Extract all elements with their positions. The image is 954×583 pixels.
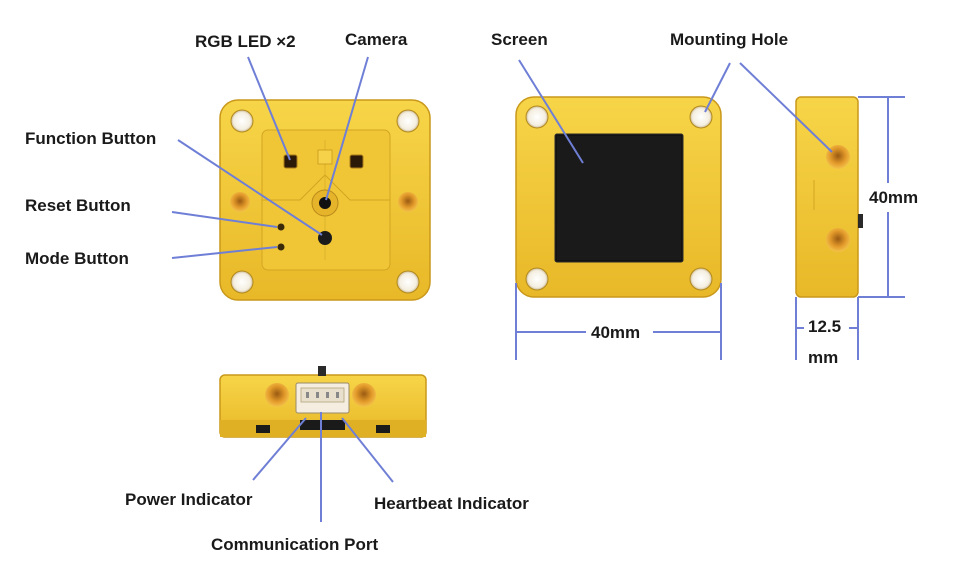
dimension-depth-unit: mm [808,348,839,367]
mounting-hole-icon [396,270,420,294]
back-view [219,99,431,301]
front-view [515,96,722,298]
mounting-hole-icon [689,105,713,129]
side-hole-icon [398,192,418,212]
rgb-led-icon [349,154,364,169]
bottom-view [219,366,427,438]
mounting-hole-icon [230,270,254,294]
mounting-hole-icon [525,105,549,129]
dimension-height: 40mm [869,188,919,207]
label-communication-port: Communication Port [211,535,379,554]
side-hole-icon [230,192,250,212]
dimension-depth-value: 12.5 [808,317,842,336]
leader-lines [171,56,833,522]
side-hole-icon [352,383,376,407]
mode-button-icon[interactable] [277,243,285,251]
label-function-button: Function Button [25,129,157,148]
side-hole-icon [826,228,850,252]
rgb-led-icon [283,154,298,169]
dimension-width: 40mm [591,323,641,342]
mounting-hole-icon [525,267,549,291]
side-view [795,96,863,298]
label-rgb-led: RGB LED ×2 [195,32,296,51]
side-hole-icon [265,383,289,407]
label-camera: Camera [345,30,408,49]
label-screen: Screen [491,30,548,49]
mounting-hole-icon [230,109,254,133]
mounting-hole-icon [396,109,420,133]
dimension-lines [515,96,905,360]
label-heartbeat-indicator: Heartbeat Indicator [374,494,529,513]
mounting-hole-icon [689,267,713,291]
label-mode-button: Mode Button [25,249,129,268]
label-mounting-hole: Mounting Hole [670,30,789,49]
reset-button-icon[interactable] [277,223,285,231]
label-reset-button: Reset Button [25,196,131,215]
label-power-indicator: Power Indicator [125,490,253,509]
